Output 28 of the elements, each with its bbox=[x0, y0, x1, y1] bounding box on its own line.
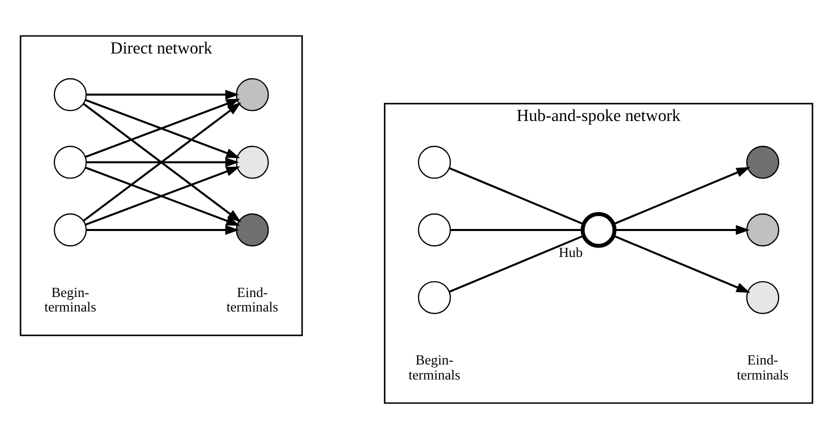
node-circle bbox=[580, 212, 616, 248]
arrow bbox=[85, 166, 240, 226]
label: Begin- terminals bbox=[44, 286, 96, 316]
node-circle bbox=[746, 281, 780, 314]
arrow bbox=[613, 167, 750, 225]
connector bbox=[449, 234, 584, 293]
arrow bbox=[86, 225, 240, 235]
arrow bbox=[613, 234, 750, 293]
node-circle bbox=[418, 213, 451, 246]
label: Eind- terminals bbox=[736, 353, 789, 384]
node-circle bbox=[746, 146, 780, 179]
arrow bbox=[86, 90, 240, 100]
arrow bbox=[614, 225, 750, 235]
connector bbox=[450, 228, 583, 231]
node-circle bbox=[54, 146, 87, 179]
label: Begin- terminals bbox=[408, 353, 460, 384]
label: Eind- terminals bbox=[226, 286, 278, 316]
node-circle bbox=[236, 213, 269, 246]
connector bbox=[449, 167, 584, 225]
node-circle bbox=[418, 281, 451, 314]
node-circle bbox=[54, 78, 87, 112]
arrow bbox=[86, 157, 240, 168]
node-label: Hub bbox=[558, 246, 583, 262]
node-circle bbox=[236, 78, 269, 112]
node-circle bbox=[418, 146, 451, 179]
node-circle bbox=[236, 146, 269, 179]
node-circle bbox=[54, 213, 87, 246]
node-circle bbox=[746, 213, 780, 246]
